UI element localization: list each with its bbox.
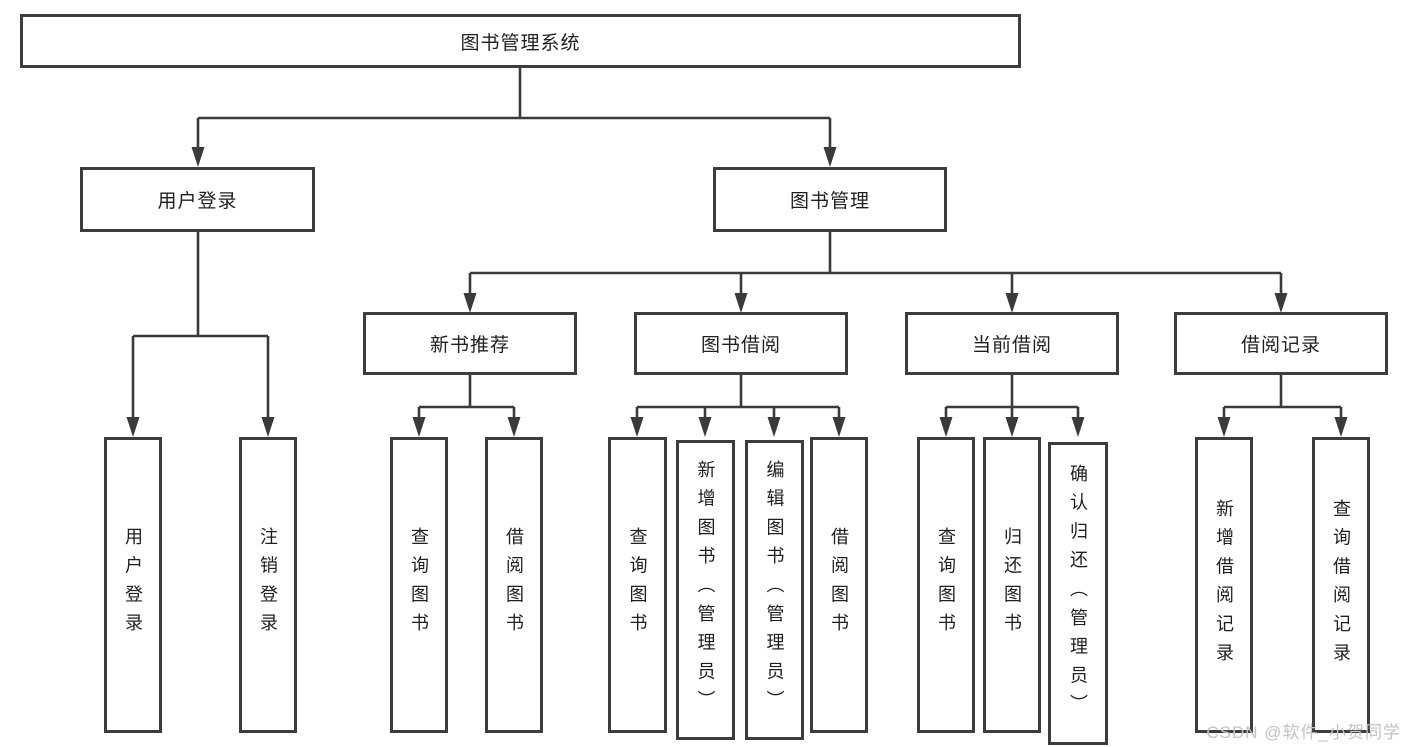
node-current-borrowing: 当前借阅 (905, 312, 1119, 375)
node-new-book-recommend: 新书推荐 (363, 312, 577, 375)
node-book-borrowing: 图书借阅 (634, 312, 848, 375)
leaf-label: 借阅图书 (829, 527, 849, 643)
leaf-label: 查询借阅记录 (1331, 498, 1351, 672)
node-leaf-query-borrow-record: 查询借阅记录 (1312, 437, 1370, 733)
leaf-label: 查询图书 (936, 527, 956, 643)
node-library-management-system: 图书管理系统 (20, 14, 1021, 68)
leaf-label: 查询图书 (627, 527, 648, 643)
node-leaf-query-books-3: 查询图书 (917, 437, 975, 733)
node-leaf-return-books: 归还图书 (983, 437, 1041, 733)
leaf-label: 归还图书 (1002, 527, 1022, 643)
leaf-label: 借阅图书 (504, 527, 524, 643)
node-leaf-add-books-admin: 新增图书（管理员） (676, 440, 735, 740)
leaf-label: 新增借阅记录 (1214, 498, 1234, 672)
node-leaf-borrow-books-2: 借阅图书 (810, 437, 868, 733)
node-borrowing-records: 借阅记录 (1174, 312, 1388, 375)
leaf-label: 用户登录 (123, 527, 143, 643)
node-leaf-confirm-return-admin: 确认归还（管理员） (1048, 442, 1108, 745)
node-user-login: 用户登录 (80, 167, 315, 232)
leaf-label: 编辑图书（管理员） (764, 460, 785, 720)
node-leaf-query-books-1: 查询图书 (390, 437, 448, 733)
leaf-label: 确认归还（管理员） (1068, 463, 1088, 724)
leaf-label: 查询图书 (409, 527, 429, 643)
node-leaf-edit-books-admin: 编辑图书（管理员） (745, 440, 804, 740)
node-leaf-add-borrow-record: 新增借阅记录 (1195, 437, 1253, 733)
node-leaf-borrow-books-1: 借阅图书 (485, 437, 543, 733)
node-leaf-query-books-2: 查询图书 (608, 437, 667, 733)
node-leaf-user-login: 用户登录 (104, 437, 162, 733)
leaf-label: 注销登录 (258, 527, 278, 643)
node-book-management: 图书管理 (713, 167, 947, 232)
leaf-label: 新增图书（管理员） (695, 460, 716, 720)
node-leaf-logout: 注销登录 (239, 437, 297, 733)
